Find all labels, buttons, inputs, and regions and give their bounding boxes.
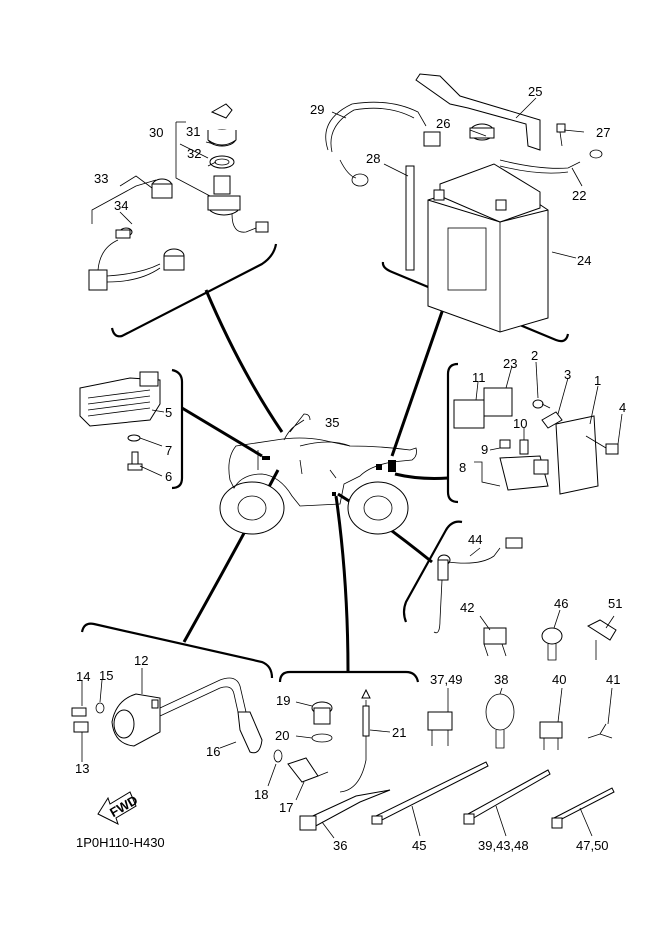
main-switch-assembly: [207, 103, 269, 233]
leader-sensors: [334, 495, 350, 673]
part-label-25: 25: [528, 84, 542, 99]
part-label-21: 21: [392, 725, 406, 740]
part-labels: 1 2 3 4 5 6 7 8 9 10 11 12 13 14 15 16 1…: [75, 84, 626, 853]
forward-direction-arrow: FWD: [97, 791, 140, 825]
part-label-27: 27: [596, 125, 610, 140]
main-switch-group-bracket: [110, 243, 278, 338]
part-label-5: 5: [165, 405, 172, 420]
part-label-45: 45: [412, 838, 426, 853]
part-label-47-50: 47,50: [576, 838, 609, 853]
part-label-9: 9: [481, 442, 488, 457]
part-label-15: 15: [99, 668, 113, 683]
rectifier-location-marker: [262, 456, 270, 460]
rectifier-regulator: [79, 371, 165, 477]
battery-leaders: [331, 97, 585, 259]
part-label-8: 8: [459, 460, 466, 475]
part-label-44: 44: [468, 532, 482, 547]
sensor-location-marker: [332, 492, 336, 496]
relay-ecu-leaders: [474, 361, 623, 487]
diagram-reference-code: 1P0H110-H430: [76, 835, 165, 850]
rectifier-group-bracket: [171, 368, 184, 490]
part-label-38: 38: [494, 672, 508, 687]
neutral-switch: [433, 537, 523, 634]
part-label-20: 20: [275, 728, 289, 743]
headlight-socket-assembly: [88, 178, 185, 291]
part-label-4: 4: [619, 400, 626, 415]
relay-location-marker: [376, 464, 382, 470]
relay-ecu-assembly: [453, 387, 619, 495]
leader-rectifier: [181, 406, 263, 458]
part-label-18: 18: [254, 787, 268, 802]
battery-assembly: [325, 73, 603, 333]
clamps: [427, 609, 617, 750]
part-label-16: 16: [206, 744, 220, 759]
part-label-40: 40: [552, 672, 566, 687]
part-label-35: 35: [325, 415, 339, 430]
part-label-29: 29: [310, 102, 324, 117]
part-label-22: 22: [572, 188, 586, 203]
part-label-46: 46: [554, 596, 568, 611]
part-label-41: 41: [606, 672, 620, 687]
part-label-11: 11: [472, 370, 486, 385]
sensors-group-bracket: [278, 670, 420, 683]
ignition-coil-assembly: [71, 668, 263, 762]
part-label-42: 42: [460, 600, 474, 615]
part-label-51: 51: [608, 596, 622, 611]
part-label-17: 17: [279, 800, 293, 815]
main-switch-leaders: [91, 121, 217, 225]
battery-location-marker: [388, 460, 396, 472]
part-label-23: 23: [503, 356, 517, 371]
part-label-13: 13: [75, 761, 89, 776]
fwd-label: FWD: [107, 792, 140, 820]
part-label-37-49: 37,49: [430, 672, 463, 687]
part-label-26: 26: [436, 116, 450, 131]
part-label-7: 7: [165, 443, 172, 458]
part-label-12: 12: [134, 653, 148, 668]
part-label-39-43-48: 39,43,48: [478, 838, 529, 853]
relay-ecu-group-bracket: [446, 362, 459, 504]
part-label-32: 32: [187, 146, 201, 161]
neutral-switch-group-bracket: [402, 520, 463, 623]
leader-relay: [394, 472, 449, 480]
part-label-24: 24: [577, 253, 591, 268]
part-label-14: 14: [76, 669, 90, 684]
leader-main-switch: [204, 289, 284, 433]
part-label-2: 2: [531, 348, 538, 363]
sensors-assembly: [267, 688, 391, 839]
part-label-28: 28: [366, 151, 380, 166]
part-label-1: 1: [594, 373, 601, 388]
part-label-3: 3: [564, 367, 571, 382]
atv-outline: [219, 413, 417, 535]
ignition-coil-group-bracket: [80, 622, 274, 679]
part-label-19: 19: [276, 693, 290, 708]
leader-battery: [390, 305, 446, 457]
cable-ties: [371, 761, 615, 837]
part-label-36: 36: [333, 838, 347, 853]
part-label-31: 31: [186, 124, 200, 139]
part-label-10: 10: [513, 416, 527, 431]
part-label-30: 30: [149, 125, 163, 140]
part-label-33: 33: [94, 171, 108, 186]
part-label-6: 6: [165, 469, 172, 484]
part-label-34: 34: [114, 198, 128, 213]
